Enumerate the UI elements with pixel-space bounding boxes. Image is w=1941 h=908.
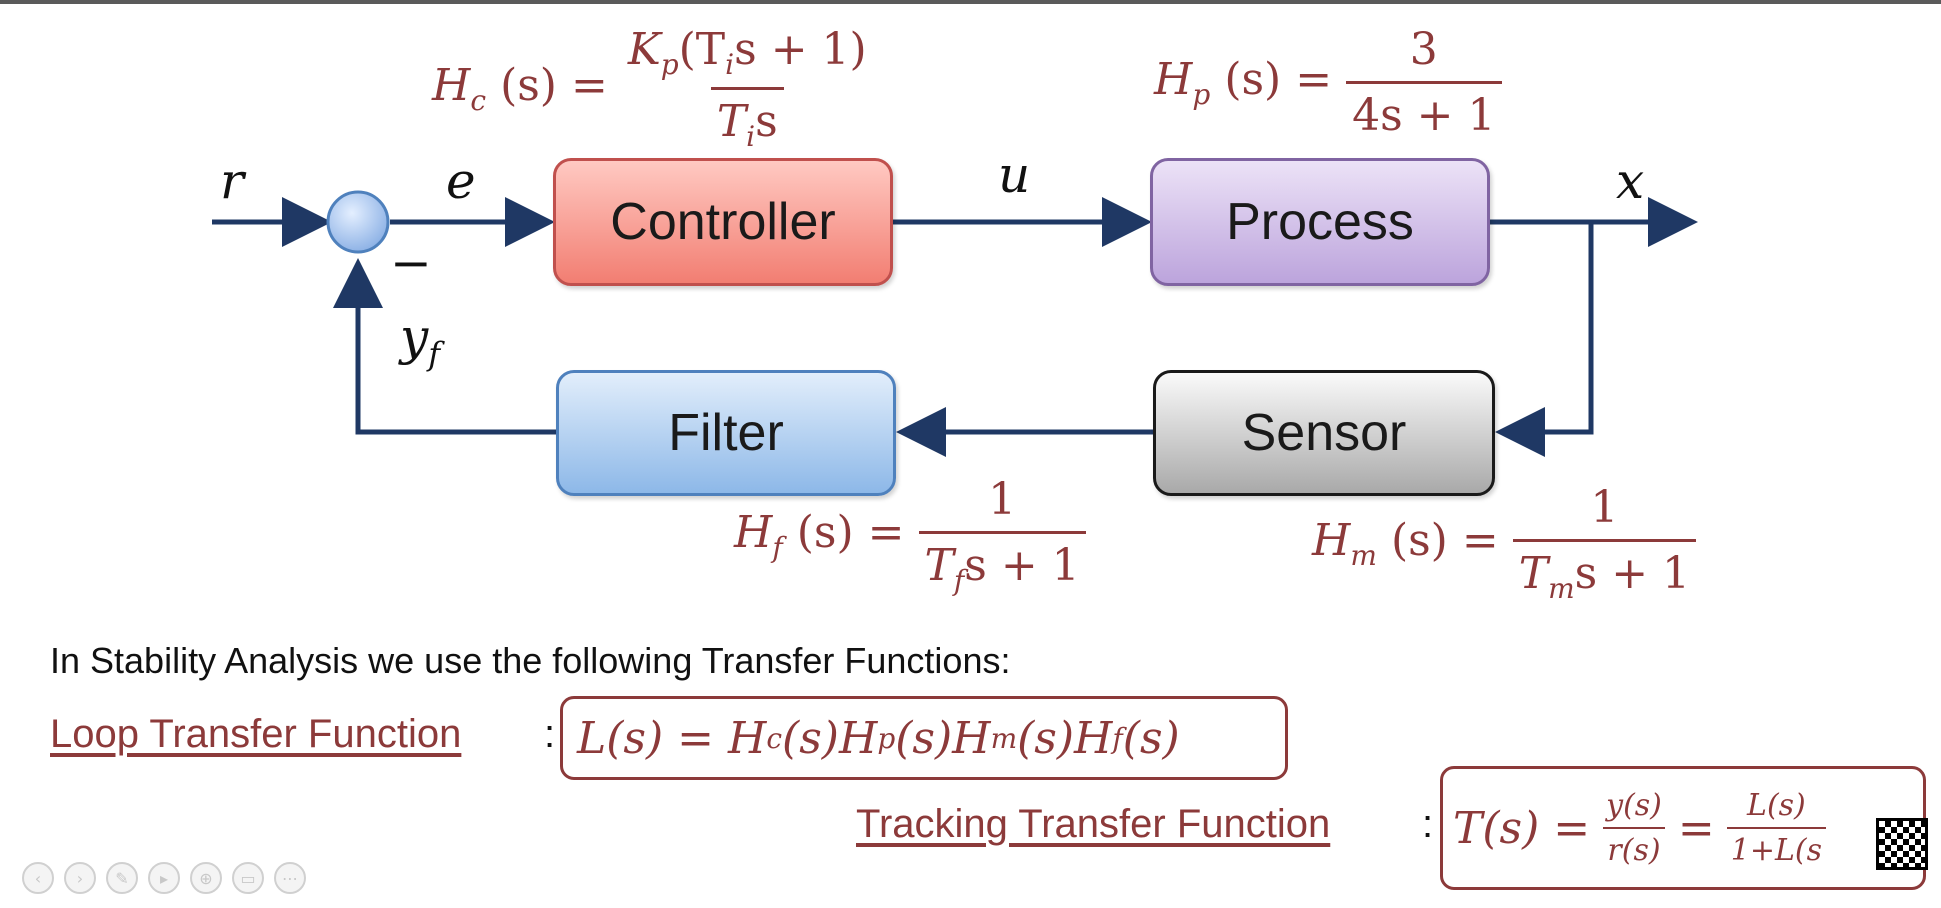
tracking-tf-formula-box: T(s) = y(s) r(s) = L(s) 1+L(s (1440, 766, 1926, 890)
wire-x-to-sensor (1495, 222, 1594, 457)
next-icon[interactable]: › (64, 862, 96, 894)
filter-tf-numerator: 1 (988, 474, 1017, 525)
loop-tf-sub: m (990, 721, 1018, 755)
summing-junction (326, 190, 390, 254)
controller-block: Controller (553, 158, 893, 286)
process-tf: Hp (s) = 3 4s + 1 (1154, 24, 1502, 141)
signal-y-sub: f (428, 335, 441, 373)
controller-tf-fraction: Kp(Tis + 1) Tis (622, 24, 873, 153)
loop-tf-sub: f (1112, 721, 1123, 755)
controller-tf-denominator: Tis (710, 86, 784, 153)
loop-tf-part: L(s) = H (577, 712, 767, 764)
process-tf-fraction: 3 4s + 1 (1346, 24, 1502, 141)
loop-tf-part: (s) (1122, 712, 1180, 764)
filter-tf-denominator: Tfs + 1 (918, 531, 1086, 597)
filter-tf-fraction: 1 Tfs + 1 (918, 474, 1086, 597)
tracking-tf-frac2-num: L(s) (1747, 788, 1806, 823)
sensor-tf: Hm (s) = 1 Tms + 1 (1312, 482, 1697, 605)
controller-tf: Hc (s) = Kp(Tis + 1) Tis (432, 24, 873, 153)
loop-tf-label: Loop Transfer Function (50, 712, 462, 756)
filter-label: Filter (668, 404, 784, 462)
pen-icon[interactable]: ✎ (106, 862, 138, 894)
signal-u: u (998, 146, 1031, 204)
menu-icon[interactable]: ⋯ (274, 862, 306, 894)
signal-x: x (1616, 152, 1645, 210)
loop-tf-sub: p (877, 721, 896, 755)
sensor-block: Sensor (1153, 370, 1495, 496)
process-block: Process (1150, 158, 1490, 286)
process-tf-numerator: 3 (1409, 24, 1438, 75)
signal-y-base: y (400, 308, 429, 366)
loop-tf-part: (s)H (782, 712, 878, 764)
controller-label: Controller (610, 193, 836, 251)
filter-tf-lhs: Hf (s) = (734, 507, 905, 564)
sensor-tf-fraction: 1 Tms + 1 (1512, 482, 1697, 605)
signal-yf: yf (400, 312, 440, 370)
filter-tf: Hf (s) = 1 Tfs + 1 (734, 474, 1086, 597)
signal-e: e (446, 152, 476, 210)
pointer-icon[interactable]: ▸ (148, 862, 180, 894)
stability-caption: In Stability Analysis we use the followi… (50, 640, 1011, 681)
tracking-tf-equals: = (1677, 802, 1715, 854)
loop-tf-sub: c (766, 721, 783, 755)
controller-tf-numerator: Kp(Tis + 1) (627, 24, 867, 81)
loop-tf-colon: : (544, 712, 556, 756)
prev-icon[interactable]: ‹ (22, 862, 54, 894)
tracking-tf-colon: : (1422, 802, 1434, 846)
process-label: Process (1226, 193, 1414, 251)
sensor-tf-lhs: Hm (s) = (1312, 515, 1499, 572)
tracking-tf-frac1-num: y(s) (1606, 788, 1662, 823)
tracking-tf-lhs: T(s) = (1453, 802, 1591, 854)
screen-icon[interactable]: ▭ (232, 862, 264, 894)
process-tf-lhs: Hp (s) = (1154, 54, 1333, 111)
loop-tf-part: (s)H (1017, 712, 1113, 764)
wire-filter-to-summer (333, 258, 556, 435)
zoom-icon[interactable]: ⊕ (190, 862, 222, 894)
filter-block: Filter (556, 370, 896, 496)
controller-tf-lhs: Hc (s) = (432, 59, 608, 117)
tracking-tf-fraction-2: L(s) 1+L(s (1726, 788, 1827, 868)
minus-sign: − (390, 234, 432, 292)
sensor-tf-numerator: 1 (1590, 482, 1619, 533)
loop-tf-part: (s)H (895, 712, 991, 764)
qr-code-icon (1876, 818, 1928, 870)
slide-toolbar: ‹ › ✎ ▸ ⊕ ▭ ⋯ (22, 862, 306, 894)
sensor-label: Sensor (1241, 404, 1407, 462)
top-edge-bar (0, 0, 1941, 4)
tracking-tf-fraction-1: y(s) r(s) (1602, 788, 1666, 868)
tracking-tf-label: Tracking Transfer Function (856, 802, 1331, 846)
signal-r: r (220, 152, 244, 210)
tracking-tf-frac2-den: 1+L(s (1726, 827, 1827, 868)
tracking-tf-frac1-den: r(s) (1603, 827, 1665, 868)
process-tf-denominator: 4s + 1 (1346, 81, 1502, 141)
sensor-tf-denominator: Tms + 1 (1512, 539, 1697, 605)
